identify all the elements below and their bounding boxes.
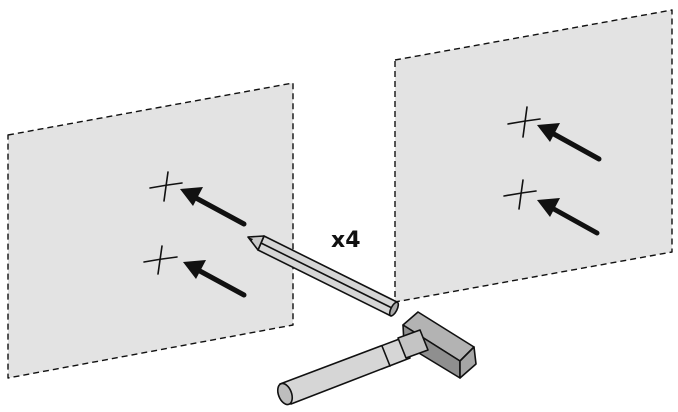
left-lower-arrow-icon — [183, 260, 247, 298]
right-upper-drill-mark — [507, 106, 541, 138]
left-upper-drill-mark — [149, 171, 183, 202]
hammer-icon — [276, 311, 477, 406]
left-lower-drill-mark — [143, 245, 178, 275]
right-upper-arrow-icon — [537, 123, 602, 162]
right-lower-arrow-icon — [537, 198, 600, 236]
left-upper-arrow-icon — [180, 187, 247, 227]
pencil-icon — [247, 235, 400, 317]
left-wall-panel — [7, 82, 294, 379]
right-wall-panel — [394, 9, 673, 303]
multiplier-label: x4 — [331, 228, 361, 253]
right-lower-drill-mark — [503, 179, 537, 210]
